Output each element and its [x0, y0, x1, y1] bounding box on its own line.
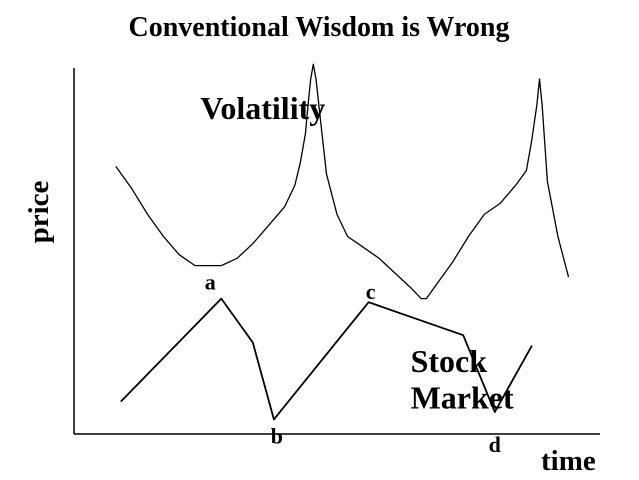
annotation-3: a — [205, 270, 216, 295]
annotation-6: d — [489, 432, 501, 457]
y-axis-label: price — [23, 180, 55, 243]
series-line-1 — [120, 297, 533, 421]
annotation-1: Stock — [411, 343, 488, 379]
annotation-5: c — [366, 279, 376, 304]
x-axis-label: time — [541, 445, 596, 477]
annotation-2: Market — [411, 379, 514, 415]
annotation-4: b — [271, 423, 283, 448]
chart-title: Conventional Wisdom is Wrong — [129, 12, 510, 43]
series-line-0 — [115, 63, 570, 300]
annotation-0: Volatility — [200, 90, 325, 126]
plot-area — [115, 63, 570, 421]
